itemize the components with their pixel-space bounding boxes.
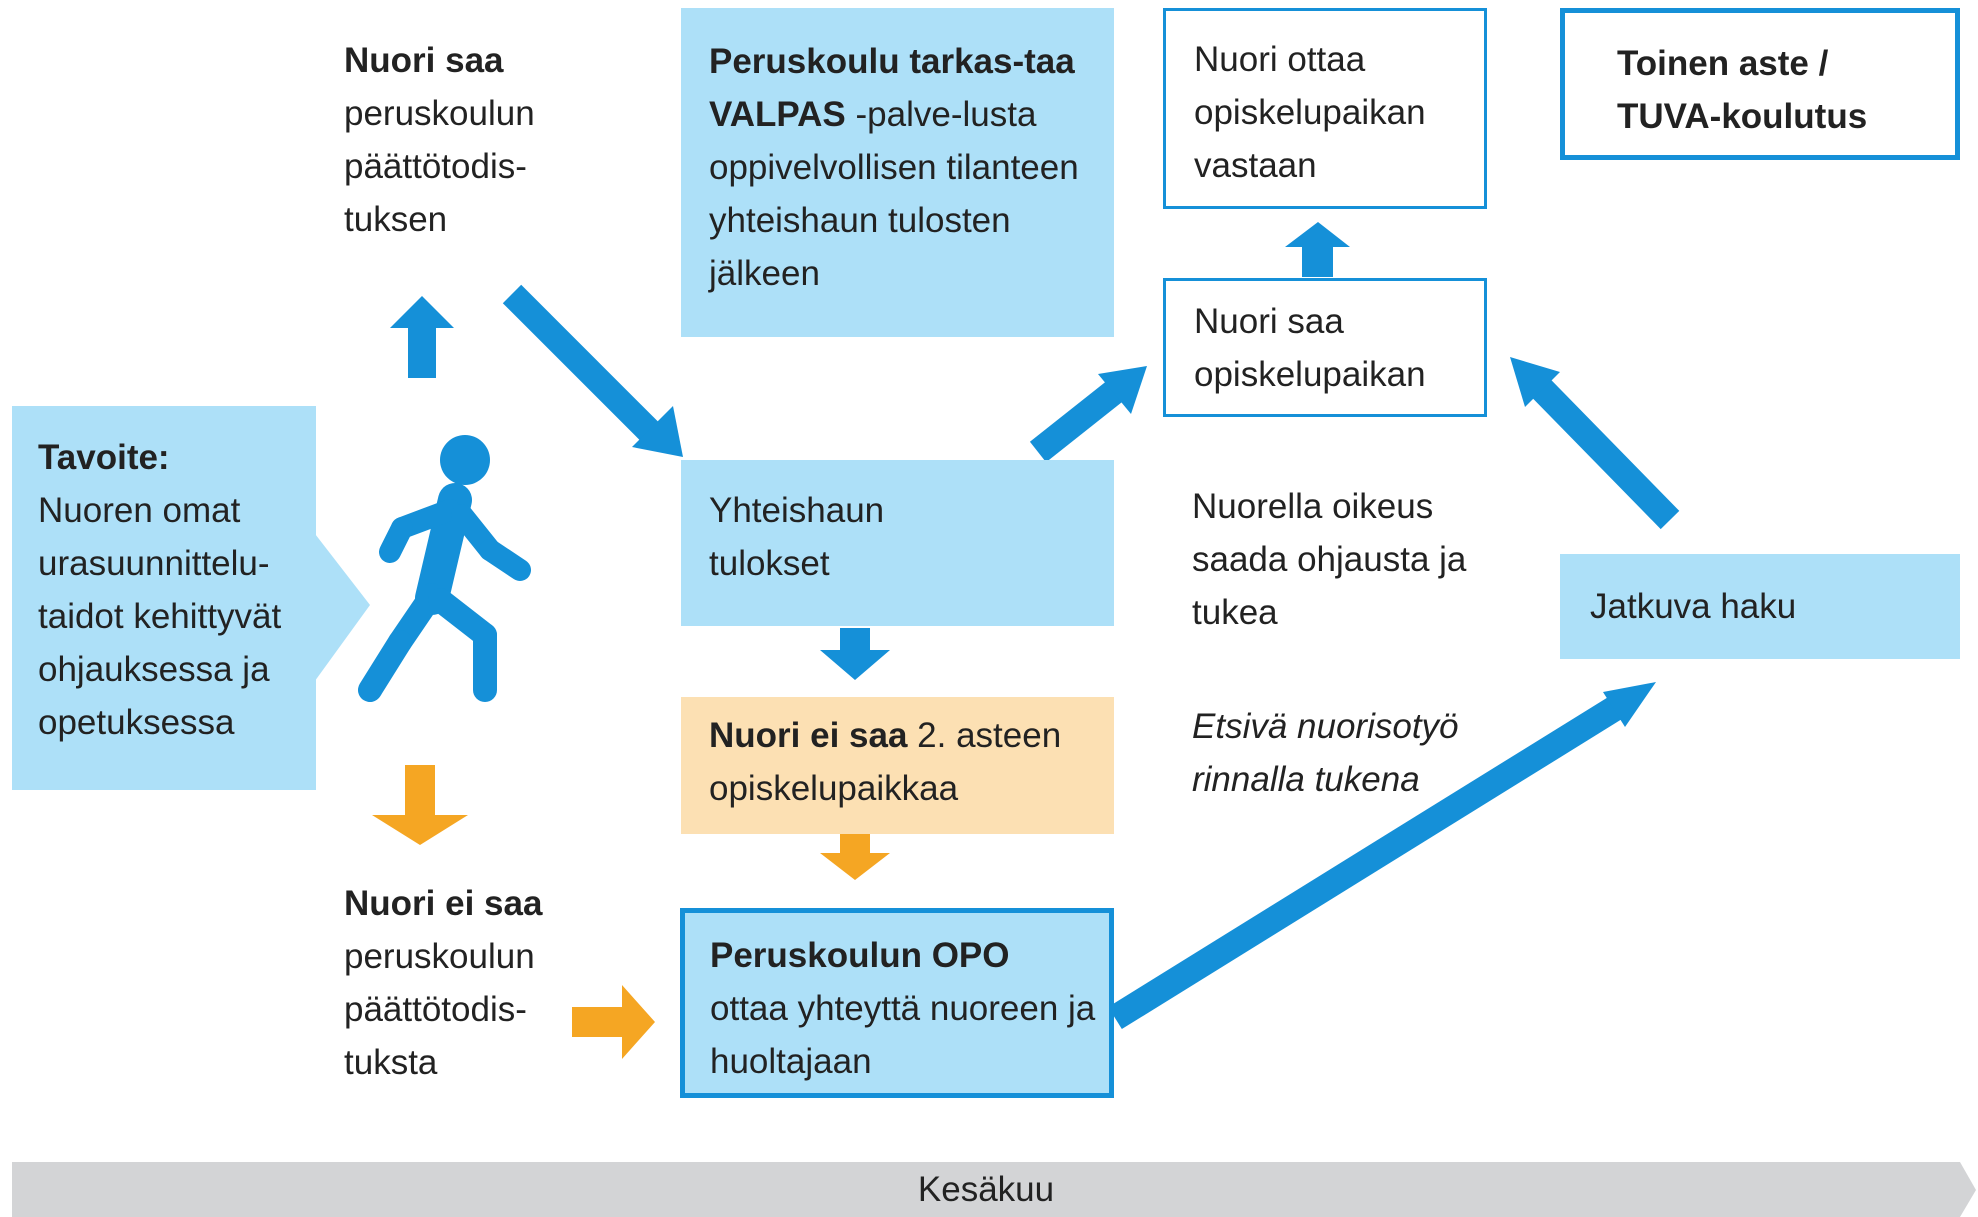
outreach-text: Etsivä nuorisotyö rinnalla tukena (1192, 707, 1459, 799)
opo-bold: Peruskoulun OPO (710, 936, 1010, 975)
accepts-place-box: Nuori ottaa opiskelupaikan vastaan (1163, 8, 1487, 209)
goal-description: Nuoren omat urasuunnittelu-taidot kehitt… (38, 491, 282, 742)
right-to-support-text: Nuorella oikeus saada ohjausta ja tukea (1192, 487, 1467, 632)
no-place-text: Nuori ei saa 2. asteen opiskelupaikkaa (709, 709, 1099, 815)
arrow-opo-to-continuous (1108, 682, 1656, 1030)
gets-certificate-rest: peruskoulun päättötodis-tuksen (344, 94, 535, 239)
arrow-no-place-to-opo (820, 833, 890, 880)
goal-title: Tavoite: (38, 438, 170, 477)
accepts-place-text: Nuori ottaa opiskelupaikan vastaan (1194, 40, 1426, 185)
goal-callout (12, 406, 370, 790)
arrow-continuous-to-gets-place (1510, 357, 1680, 530)
timeline-bar (12, 1162, 1976, 1217)
results-text: Yhteishaun tulokset (709, 491, 885, 583)
gets-certificate-text: Nuori saa peruskoulun päättötodis-tuksen (344, 34, 574, 246)
valpas-box: Peruskoulu tarkas-taa VALPAS -palve-lust… (681, 8, 1114, 337)
continuous-box: Jatkuva haku (1560, 554, 1960, 659)
arrow-right-to-opo (572, 985, 655, 1059)
arrow-certificate-to-results (502, 284, 683, 457)
gets-place-box: Nuori saa opiskelupaikan (1163, 278, 1487, 417)
opo-box: Peruskoulun OPO ottaa yhteyttä nuoreen j… (680, 908, 1114, 1098)
arrow-gets-place-to-accepts (1285, 222, 1350, 277)
secondary-text: Toinen aste / TUVA-koulutus (1617, 44, 1868, 136)
gets-certificate-bold: Nuori saa (344, 41, 504, 80)
no-certificate-rest: peruskoulun päättötodis-tuksta (344, 937, 535, 1082)
secondary-box: Toinen aste / TUVA-koulutus (1560, 8, 1960, 160)
valpas-bold: Peruskoulu tarkas-taa VALPAS (709, 42, 1075, 134)
no-place-rest: 2. asteen opiskelupaikkaa (709, 716, 1062, 808)
opo-rest: ottaa yhteyttä nuoreen ja huoltajaan (710, 989, 1096, 1081)
timeline-label: Kesäkuu (917, 1170, 1055, 1209)
goal-text: Tavoite: Nuoren omat urasuunnittelu-taid… (38, 431, 306, 749)
arrow-results-to-gets-place (1029, 366, 1147, 463)
no-certificate-bold: Nuori ei saa (344, 884, 543, 923)
arrow-up-to-certificate (390, 296, 454, 378)
results-box: Yhteishaun tulokset (681, 460, 1114, 626)
continuous-text: Jatkuva haku (1590, 587, 1797, 626)
opo-text: Peruskoulun OPO ottaa yhteyttä nuoreen j… (710, 929, 1100, 1088)
valpas-rest: -palve-lusta oppivelvollisen tilanteen y… (709, 95, 1079, 293)
arrow-down-to-no-certificate (372, 765, 468, 845)
no-certificate-text: Nuori ei saa peruskoulun päättötodis-tuk… (344, 877, 574, 1089)
arrow-results-to-no-place (820, 628, 890, 680)
walking-person-icon (358, 435, 531, 702)
no-place-box: Nuori ei saa 2. asteen opiskelupaikkaa (681, 697, 1114, 834)
gets-place-text: Nuori saa opiskelupaikan (1194, 302, 1426, 394)
valpas-text: Peruskoulu tarkas-taa VALPAS -palve-lust… (709, 35, 1087, 300)
no-place-bold: Nuori ei saa (709, 716, 908, 755)
